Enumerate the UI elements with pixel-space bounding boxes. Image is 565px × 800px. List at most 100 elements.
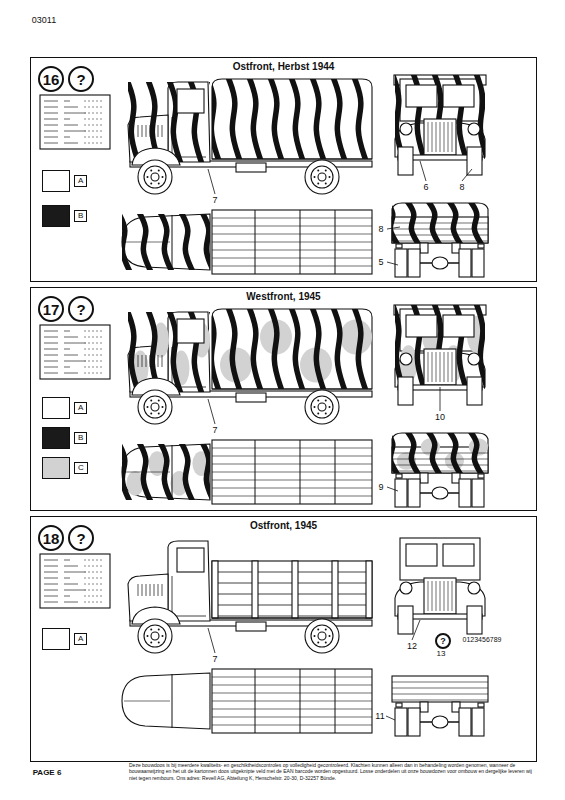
side-view — [128, 541, 372, 653]
scheme-title: Ostfront, 1945 — [31, 520, 536, 531]
bed-divider — [255, 210, 256, 274]
rear-view — [392, 676, 488, 736]
wheel-nut — [147, 176, 149, 178]
wheel-nut — [162, 176, 164, 178]
callout-number: 7 — [211, 426, 218, 435]
number-circle: 18 — [38, 525, 64, 551]
camo-stripe — [333, 309, 345, 389]
front-wheel — [398, 377, 413, 405]
rear-wheel — [472, 708, 484, 736]
decal-mark — [44, 560, 58, 561]
leader-line — [420, 161, 426, 181]
differential — [432, 257, 448, 269]
rear-wheel — [408, 708, 420, 736]
wheel-nut — [147, 635, 149, 637]
tail-light — [478, 474, 484, 478]
hood-louver — [138, 584, 139, 596]
chassis-rail — [420, 473, 428, 483]
decal-mark — [44, 578, 58, 579]
wheel-nut — [162, 635, 164, 637]
leader-line — [440, 387, 441, 411]
wheel-hub — [151, 403, 159, 411]
decal-mark — [64, 560, 70, 561]
callout-number: 12 — [406, 642, 418, 651]
bed-stake — [292, 561, 298, 618]
wheel-nut — [314, 406, 316, 408]
camo-stripe — [395, 75, 404, 159]
camo-stripe — [291, 309, 303, 389]
differential — [432, 487, 448, 499]
front-wheel — [467, 147, 482, 175]
top-view — [118, 210, 372, 274]
wheel-rim — [311, 625, 333, 647]
decal-mark — [44, 566, 58, 567]
decal-mark — [84, 137, 104, 138]
camouflage — [392, 203, 488, 243]
circle-number: 18 — [43, 530, 60, 547]
kit-number: 03011 — [31, 16, 57, 25]
grille-bar — [452, 352, 453, 382]
bed-plank — [212, 496, 372, 497]
camo-stripe — [354, 79, 366, 159]
number-circle: ? — [68, 525, 94, 551]
tailgate-plank — [392, 223, 488, 224]
hood-centre-line — [124, 472, 170, 473]
wheel-nut — [317, 629, 319, 631]
camo-stripe — [228, 309, 240, 389]
wheel-nut — [329, 406, 331, 408]
wheel-nut — [150, 412, 152, 414]
wheel-rim — [144, 625, 166, 647]
rear-wheel — [395, 708, 407, 736]
number-circle: ? — [68, 66, 94, 92]
wheel — [138, 160, 172, 194]
wheel-nut — [325, 182, 327, 184]
tail-light — [478, 244, 484, 248]
bed-plank — [212, 717, 372, 718]
wheel-nut — [150, 629, 152, 631]
tailgate-plank — [392, 229, 488, 230]
cab-window — [177, 319, 204, 343]
camo-stripe — [395, 305, 404, 389]
bed-top — [212, 210, 372, 274]
decal-mark — [44, 584, 58, 585]
camouflage — [122, 214, 210, 270]
front-view — [395, 538, 485, 634]
leader-line — [208, 628, 215, 653]
cab — [168, 541, 210, 621]
wheel-nut — [317, 412, 319, 414]
wheel-nut — [317, 400, 319, 402]
chassis-rail — [420, 702, 428, 712]
camo-stripe — [312, 309, 324, 389]
tailgate-plank — [392, 700, 488, 701]
camo-stripe — [181, 444, 193, 500]
bed-plank — [212, 464, 372, 465]
headlight — [400, 582, 412, 594]
grille-bar — [444, 122, 445, 152]
headlight — [468, 123, 480, 135]
decal-mark — [44, 337, 58, 338]
callout-number: 13 — [436, 650, 447, 658]
callout-number: 7 — [211, 655, 218, 664]
bed-stake — [332, 561, 338, 618]
tailgate-plank — [392, 465, 488, 466]
camo-stripe — [249, 309, 261, 389]
circle-number: 17 — [43, 301, 60, 318]
decal-mark — [44, 125, 58, 126]
tailgate-plank — [392, 682, 488, 683]
callout-number: 9 — [377, 483, 384, 492]
wheel — [305, 160, 339, 194]
bed-plank — [212, 709, 372, 710]
rear-wheel — [408, 479, 420, 507]
wheel-nut — [150, 170, 152, 172]
decal-mark — [84, 131, 104, 132]
decal-sheet-outline — [40, 554, 110, 608]
grille-bar — [440, 352, 441, 382]
bed-top — [212, 669, 372, 733]
decal-mark — [44, 349, 58, 350]
cab-roof-line — [172, 215, 173, 269]
rear-wheel — [472, 249, 484, 277]
wheel — [305, 390, 339, 424]
bed-divider — [255, 440, 256, 504]
wheel-nut — [325, 400, 327, 402]
number-circle: 17 — [38, 296, 64, 322]
